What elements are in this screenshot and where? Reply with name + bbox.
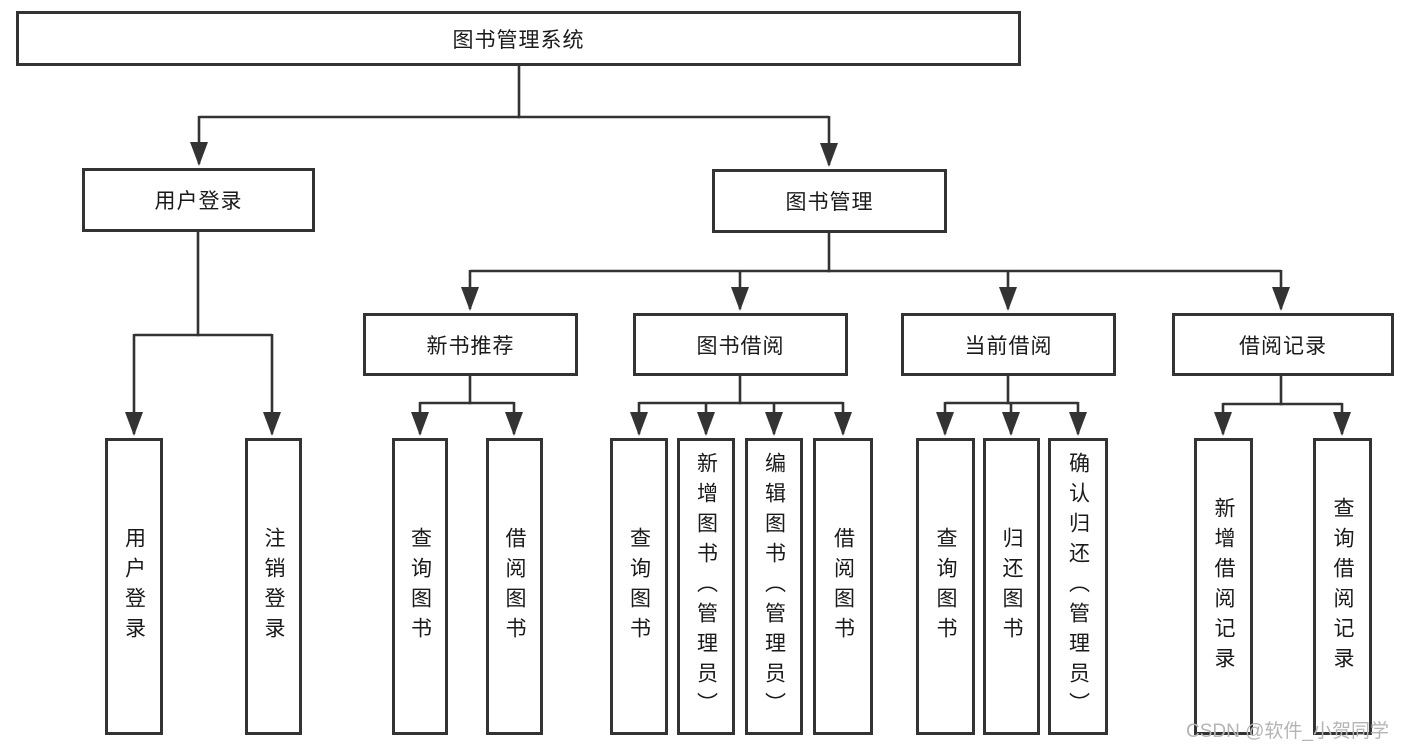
leaf-edit-books-admin: 编辑图书（管理员） (745, 438, 803, 735)
leaf-return-books: 归还图书 (983, 438, 1040, 735)
node-book-management: 图书管理 (712, 169, 947, 233)
node-new-book-recommendation: 新书推荐 (363, 313, 578, 376)
leaf-query-books-recommend: 查询图书 (392, 438, 448, 735)
leaf-user-login: 用户登录 (105, 438, 163, 735)
leaf-add-books-admin: 新增图书（管理员） (677, 438, 735, 735)
node-book-borrowing: 图书借阅 (633, 313, 848, 376)
leaf-add-borrow-record: 新增借阅记录 (1194, 438, 1253, 735)
node-user-login: 用户登录 (82, 168, 315, 232)
node-library-management-system: 图书管理系统 (16, 11, 1021, 66)
leaf-borrow-books: 借阅图书 (813, 438, 873, 735)
leaf-confirm-return-admin: 确认归还（管理员） (1048, 438, 1108, 735)
node-current-borrowing: 当前借阅 (901, 313, 1116, 376)
leaf-query-books-current: 查询图书 (916, 438, 975, 735)
node-borrowing-records: 借阅记录 (1172, 313, 1394, 376)
leaf-query-borrow-record: 查询借阅记录 (1313, 438, 1372, 735)
leaf-query-books-borrowing: 查询图书 (610, 438, 668, 735)
leaf-borrow-books-recommend: 借阅图书 (486, 438, 543, 735)
csdn-watermark: CSDN @软件_小贺同学 (1186, 721, 1389, 742)
leaf-logout: 注销登录 (245, 438, 302, 735)
